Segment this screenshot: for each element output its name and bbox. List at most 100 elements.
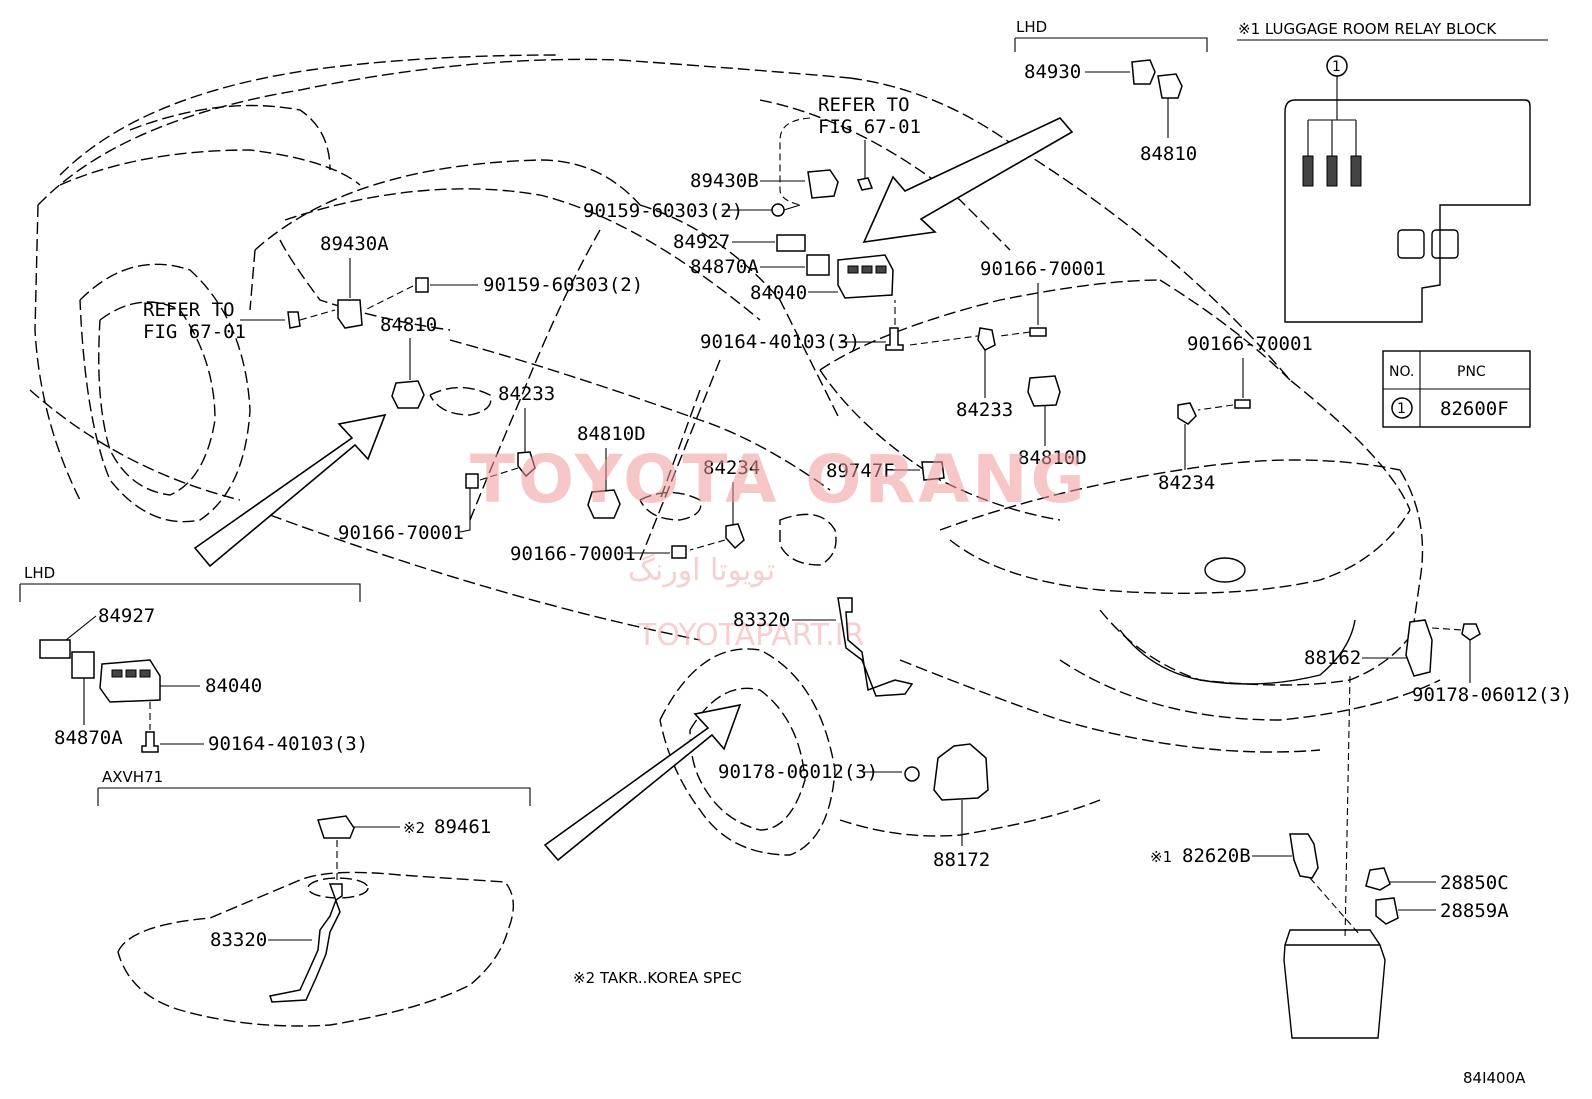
- watermark-brand: TOYOTA ORANG: [470, 441, 1088, 518]
- sensor-83320-car: [837, 597, 914, 697]
- relay-fuse-3: [1350, 155, 1362, 187]
- relay-fuse-1: [1302, 155, 1314, 187]
- lhd-left-title: LHD: [24, 564, 55, 582]
- label-90166-r1: 90166-70001: [980, 258, 1106, 280]
- part-84930: [1131, 59, 1156, 85]
- pnc-table: NO. PNC 1 82600F: [1382, 350, 1531, 428]
- refer-top-line1: REFER TO: [818, 94, 910, 116]
- label-28850C: 28850C: [1440, 872, 1509, 894]
- bolt-90159-left: [415, 277, 429, 293]
- label-84927-lhd: 84927: [98, 605, 155, 627]
- label-90178-r: 90178-06012(3): [1412, 684, 1572, 706]
- part-84233-l: [517, 451, 536, 478]
- part-28850C: [1365, 867, 1391, 891]
- bolt-90166-r2: [1234, 399, 1251, 409]
- label-84233-r: 84233: [956, 399, 1013, 421]
- label-84927-top: 84927: [673, 231, 730, 253]
- front-door-cluster: 89430A 90159-60303(2) REFER TO FIG 67-01…: [143, 233, 945, 565]
- part-84040-lhd: [99, 659, 161, 703]
- label-84040-lhd: 84040: [205, 675, 262, 697]
- label-84810-lhd: 84810: [1140, 143, 1197, 165]
- part-84040-top: [837, 254, 894, 299]
- lhd-top-group: LHD 84930 84810: [1014, 18, 1208, 165]
- car-body-outline: [29, 54, 1441, 856]
- footer-code: 84I400A: [1463, 1069, 1526, 1087]
- label-90178-c: 90178-06012(3): [718, 761, 878, 783]
- lhd-top-title: LHD: [1016, 18, 1047, 36]
- label-90166-r2: 90166-70001: [1187, 333, 1313, 355]
- label-90166-l2: 90166-70001: [510, 543, 636, 565]
- watermark-persian: تویوتا اورنگ: [628, 553, 775, 588]
- fuel-tank-outline: [117, 871, 514, 1027]
- part-82620B: [1289, 833, 1319, 879]
- arrow-to-roof-module: [862, 117, 1074, 243]
- bolt-90164-top: [885, 327, 904, 351]
- arrow-to-front-door: [193, 413, 387, 568]
- relay-block-outline: [1284, 99, 1531, 323]
- label-88172: 88172: [933, 849, 990, 871]
- nut-90178-c: [904, 766, 920, 782]
- label-90166-l1: 90166-70001: [338, 522, 464, 544]
- bolt-90166-l1: [465, 473, 479, 489]
- watermark: TOYOTA ORANG تویوتا اورنگ TOYOTAPART.IR: [470, 441, 1088, 653]
- label-83320-car: 83320: [733, 609, 790, 631]
- bolt-90166-r1: [1029, 327, 1047, 337]
- part-89461: [317, 815, 355, 839]
- arrow-to-rear-wheel: [543, 703, 742, 862]
- part-89430A: [337, 299, 363, 329]
- label-84810-left: 84810: [380, 314, 437, 336]
- refer-top-line2: FIG 67-01: [818, 116, 921, 138]
- axvh71-group: AXVH71 ※2 89461 83320: [97, 768, 531, 1027]
- mark-89461: ※2: [403, 819, 425, 837]
- label-89461: 89461: [434, 816, 491, 838]
- part-84233-r: [977, 327, 996, 351]
- luggage-relay-block: ※1 LUGGAGE ROOM RELAY BLOCK 1: [1237, 20, 1548, 323]
- part-84927-lhd: [39, 639, 71, 659]
- label-90164-lhd: 90164-40103(3): [208, 733, 368, 755]
- nut-90178-r: [1461, 623, 1481, 641]
- part-84810D-r: [1027, 375, 1061, 407]
- label-82620B: 82620B: [1182, 845, 1251, 867]
- part-84234-r: [1177, 402, 1197, 425]
- refer-left-line1: REFER TO: [143, 299, 235, 321]
- label-84810D-r: 84810D: [1018, 447, 1087, 469]
- label-84870A-top: 84870A: [690, 256, 759, 278]
- label-89430A: 89430A: [320, 233, 389, 255]
- label-84234-l: 84234: [703, 457, 760, 479]
- part-28859A: [1375, 897, 1399, 925]
- label-90164-top: 90164-40103(3): [700, 331, 860, 353]
- pnc-header-pnc: PNC: [1457, 364, 1486, 380]
- pnc-row1-no: 1: [1397, 401, 1406, 417]
- pnc-row1-pnc: 82600F: [1440, 398, 1509, 420]
- sensor-83320-tank: [269, 883, 343, 1003]
- part-88172: [933, 743, 989, 801]
- relay-fuse-2: [1326, 155, 1338, 187]
- watermark-site: TOYOTAPART.IR: [637, 618, 864, 653]
- label-84810D-l: 84810D: [577, 423, 646, 445]
- label-84233-l: 84233: [498, 383, 555, 405]
- part-88162: [1405, 619, 1433, 677]
- label-90159-left: 90159-60303(2): [483, 274, 643, 296]
- relay-block-title: ※1 LUGGAGE ROOM RELAY BLOCK: [1238, 20, 1497, 38]
- rear-door-cluster: 90166-70001 84233 84810D 90166-70001 842…: [909, 258, 1313, 494]
- mark-82620B: ※1: [1150, 848, 1172, 866]
- label-88162: 88162: [1304, 647, 1361, 669]
- part-84870A-lhd: [71, 651, 95, 679]
- label-84040-top: 84040: [750, 282, 807, 304]
- battery-outline: [1283, 929, 1386, 1039]
- part-84810D-l: [587, 489, 621, 519]
- bolt-90159-top: [771, 203, 785, 217]
- roof-cluster: REFER TO FIG 67-01 89430B 90159-60303(2)…: [583, 94, 921, 353]
- label-83320-tank: 83320: [210, 929, 267, 951]
- bolt-90164-lhd: [141, 731, 159, 753]
- part-89430B: [807, 169, 839, 199]
- label-90159-top: 90159-60303(2): [583, 200, 743, 222]
- label-84870A-lhd: 84870A: [54, 727, 123, 749]
- label-84930: 84930: [1024, 61, 1081, 83]
- relay-callout-number: 1: [1332, 59, 1341, 75]
- label-84234-r: 84234: [1158, 472, 1215, 494]
- rear-cluster: 83320 88162 90178-06012(3) 90178-06012(3…: [718, 597, 1572, 1039]
- label-89430B: 89430B: [690, 170, 759, 192]
- lhd-left-group: LHD 84927 84870A 84040 90164-40103(3): [19, 564, 368, 755]
